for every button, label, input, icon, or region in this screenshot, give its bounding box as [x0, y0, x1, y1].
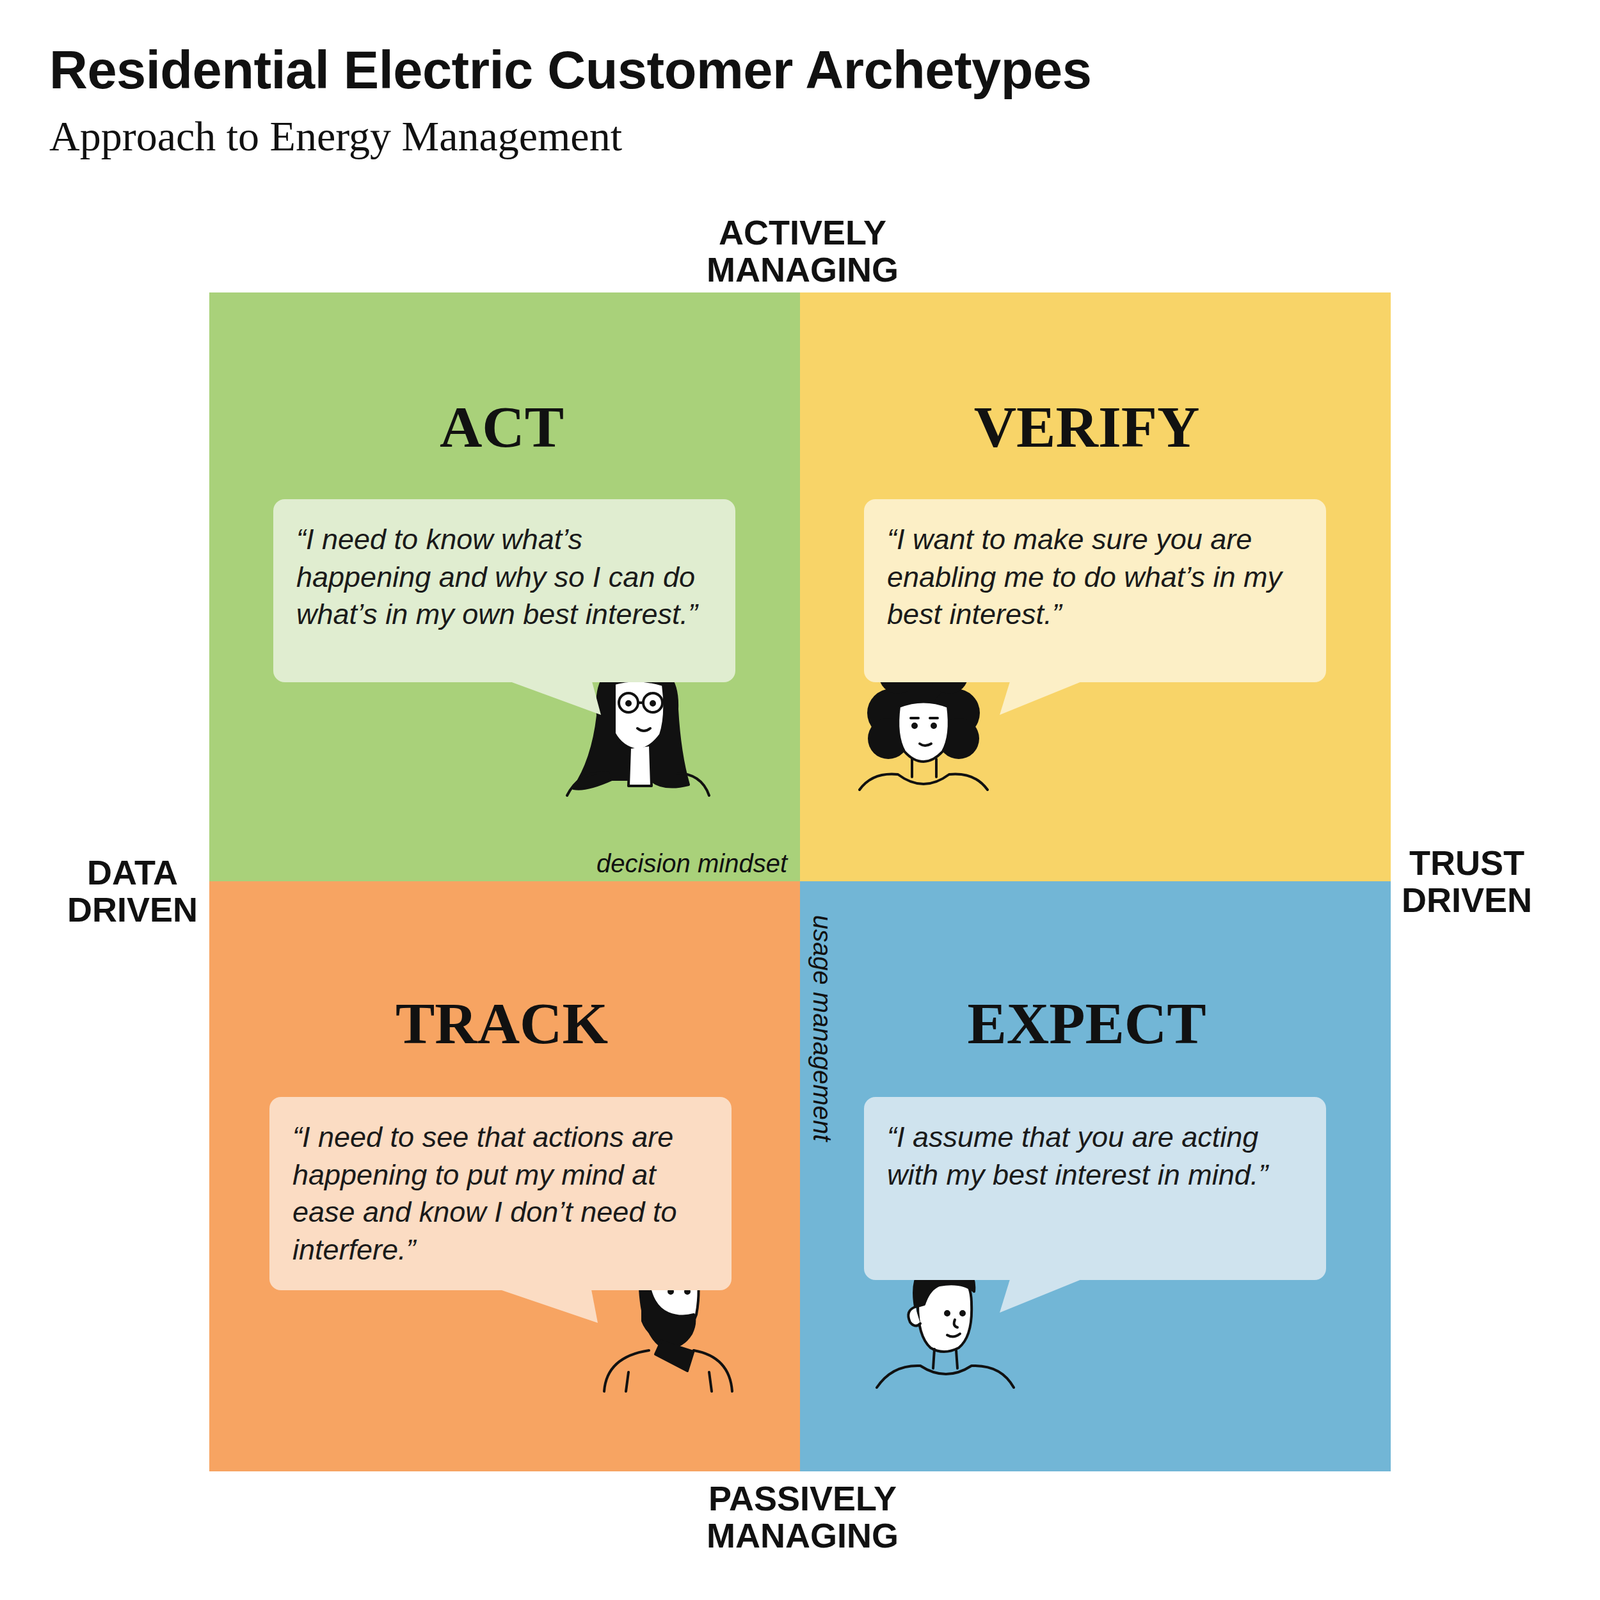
customer-quote: “I want to make sure you are enabling me… [887, 520, 1305, 634]
dimension-note: decision mindset [596, 849, 788, 879]
archetype-heading: ACT [439, 392, 564, 461]
act-person [567, 663, 710, 796]
track-quadrant: TRACK “I need to see that actions are hap… [209, 881, 800, 1472]
bubble-tail [273, 681, 736, 718]
axis-label: TRUST DRIVEN [1393, 844, 1541, 920]
axis-label: ACTIVELY MANAGING [693, 213, 912, 289]
verify-person [859, 655, 988, 790]
expect-quadrant: EXPECT “I assume that you are acting with… [800, 881, 1391, 1472]
speech-bubble: “I need to know what’s happening and why… [273, 499, 736, 683]
axis-label: PASSIVELY MANAGING [693, 1479, 912, 1555]
speech-bubble: “I need to see that actions are happenin… [269, 1096, 732, 1291]
archetype-heading: TRACK [395, 989, 608, 1058]
customer-quote: “I need to know what’s happening and why… [296, 520, 714, 634]
bubble-tail [269, 1289, 732, 1326]
bubble-tail-shape [999, 1279, 1082, 1313]
bubble-tail [864, 681, 1327, 718]
act-quadrant: ACT “I need to know what’s happening and … [209, 292, 800, 883]
speech-bubble: “I assume that you are acting with my be… [864, 1096, 1327, 1280]
bubble-tail [864, 1279, 1327, 1316]
bubble-tail-shape [499, 1289, 598, 1323]
diagram-title: Residential Electric Customer Archetypes [49, 39, 1092, 102]
speech-bubble: “I want to make sure you are enabling me… [864, 499, 1327, 683]
verify-quadrant: VERIFY “I want to make sure you are enabl… [800, 292, 1391, 883]
expect-person [876, 1262, 1014, 1388]
dimension-note: usage management [807, 914, 837, 1142]
archetype-heading: EXPECT [967, 989, 1206, 1058]
bubble-tail-shape [999, 681, 1082, 715]
customer-quote: “I need to see that actions are happenin… [292, 1118, 710, 1269]
subtitle: Approach to Energy Management [49, 112, 623, 161]
track-person [604, 1236, 733, 1392]
axis-label: DATA DRIVEN [58, 853, 207, 929]
archetype-heading: VERIFY [974, 392, 1200, 461]
bubble-tail-shape [510, 681, 601, 715]
customer-quote: “I assume that you are acting with my be… [887, 1118, 1305, 1194]
